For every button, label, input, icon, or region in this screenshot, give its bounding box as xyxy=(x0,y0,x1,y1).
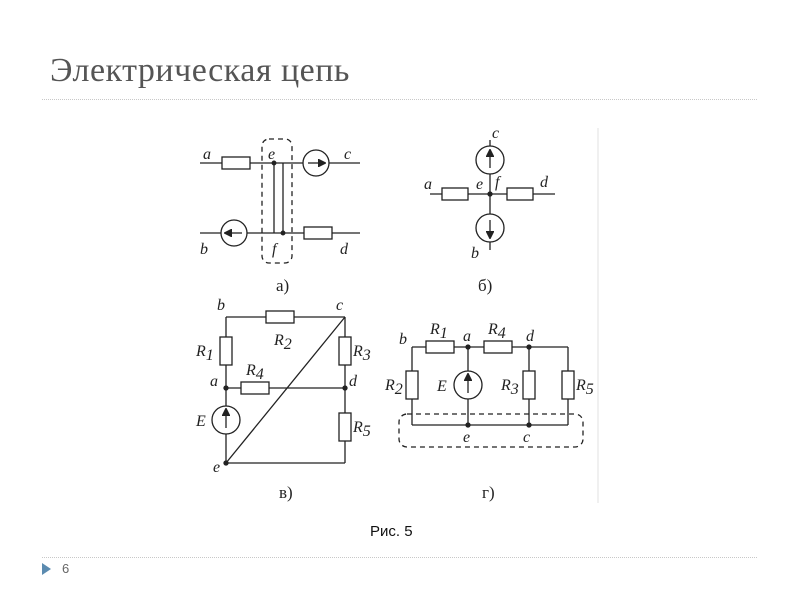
panel-b-node-c: c xyxy=(492,125,499,142)
panel-b-resistor-left xyxy=(441,187,469,201)
panel-d-label-r3: R3 xyxy=(500,377,519,398)
panel-c-label-r1: R1 xyxy=(195,343,214,364)
panel-c-resistor-r2 xyxy=(265,310,295,324)
panel-d-label-r5: R5 xyxy=(575,377,594,398)
footer-divider xyxy=(42,557,757,558)
panel-c-node-d: d xyxy=(349,373,358,390)
panel-c-resistor-r3 xyxy=(338,336,352,366)
page-number: 6 xyxy=(62,561,70,576)
panel-b-node-b: b xyxy=(471,245,479,262)
panel-a-node-d: d xyxy=(340,241,349,258)
panel-c-label-e: E xyxy=(195,413,206,430)
panel-c-node-e: e xyxy=(213,459,220,476)
panel-d-label-e: E xyxy=(436,378,447,395)
panel-c-label-r5: R5 xyxy=(352,419,371,440)
panel-b-label: б) xyxy=(478,276,492,295)
panel-c-resistor-r5 xyxy=(338,412,352,442)
panel-d-resistor-r3 xyxy=(522,370,536,400)
panel-d-node-a: a xyxy=(463,328,471,345)
slide-title: Электрическая цепь xyxy=(50,52,350,89)
panel-d-label-r2: R2 xyxy=(384,377,403,398)
panel-d-node-c: c xyxy=(523,429,530,446)
panel-c-resistor-r1 xyxy=(219,336,233,366)
panel-b-node-f: f xyxy=(495,174,502,191)
panel-c-diagonal-wire xyxy=(225,316,346,464)
panel-b-circuit xyxy=(430,140,555,250)
panel-c-node-c: c xyxy=(336,297,343,314)
panel-a-node-a: a xyxy=(203,146,211,163)
panel-d-label-r4: R4 xyxy=(487,321,506,342)
panel-b-node-a: a xyxy=(424,176,432,193)
panel-c-circuit xyxy=(211,310,352,466)
panel-c-label: в) xyxy=(279,483,293,502)
panel-d-node-d: d xyxy=(526,328,535,345)
panel-a-node-c: c xyxy=(344,146,351,163)
panel-d-resistor-r1 xyxy=(425,340,455,354)
panel-a-resistor-top xyxy=(221,156,251,170)
panel-d-label-r1: R1 xyxy=(429,321,448,342)
panel-d-circuit xyxy=(398,340,584,448)
panel-b-node-d: d xyxy=(540,174,549,191)
panel-a-node-b: b xyxy=(200,241,208,258)
panel-d-label: г) xyxy=(482,483,495,502)
panel-d-dashed-group xyxy=(398,413,584,448)
figure-caption: Рис. 5 xyxy=(370,523,413,540)
panel-d-resistor-r5 xyxy=(561,370,575,400)
panel-a-node-e: e xyxy=(268,146,275,163)
panel-d-node-e: e xyxy=(463,429,470,446)
panel-c-label-r2: R2 xyxy=(273,332,292,353)
panel-c-resistor-r4 xyxy=(240,381,270,395)
panel-a-label: а) xyxy=(276,276,289,295)
panel-a-resistor-bottom xyxy=(303,226,333,240)
panel-d-resistor-r2 xyxy=(405,370,419,400)
panel-a-node-f: f xyxy=(272,241,279,258)
panel-c-label-r4: R4 xyxy=(245,362,264,383)
panel-c-node-a: a xyxy=(210,373,218,390)
panel-b-resistor-right xyxy=(506,187,534,201)
panel-d-resistor-r4 xyxy=(483,340,513,354)
panel-a-circuit xyxy=(200,138,360,264)
panel-c-node-b: b xyxy=(217,297,225,314)
panel-c-label-r3: R3 xyxy=(352,343,371,364)
title-divider xyxy=(42,99,757,100)
panel-d-node-b: b xyxy=(399,331,407,348)
page-arrow-icon xyxy=(42,563,51,575)
panel-b-node-e: e xyxy=(476,176,483,193)
panel-a-dashed-group xyxy=(261,138,293,264)
